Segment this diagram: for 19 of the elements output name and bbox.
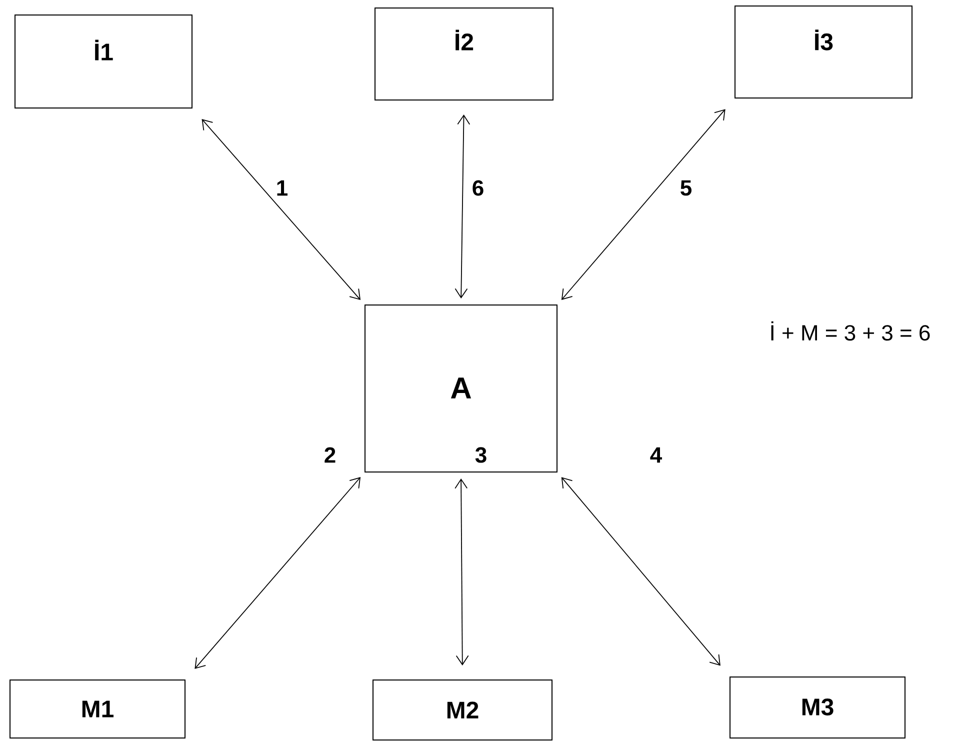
edge-label: 6 (470, 179, 486, 197)
box: İ2 (374, 8, 554, 100)
box: M1 (10, 680, 186, 738)
double-arrow (561, 109, 726, 300)
double-arrow (454, 478, 469, 666)
edge-label: 5 (678, 179, 694, 197)
box: M2 (372, 680, 552, 740)
box: İ3 (734, 6, 912, 98)
box: İ1 (14, 14, 192, 108)
formula-text: İ + M = 3 + 3 = 6 (771, 321, 930, 341)
double-arrow (194, 477, 361, 669)
double-arrow (561, 477, 720, 666)
double-arrow (454, 114, 470, 298)
edge-label: 4 (648, 446, 664, 464)
edge-label: 2 (322, 446, 338, 464)
double-arrow (202, 119, 361, 300)
edge-label: 3 (474, 446, 488, 464)
edge-label: 1 (274, 179, 290, 197)
box: M3 (730, 676, 906, 738)
